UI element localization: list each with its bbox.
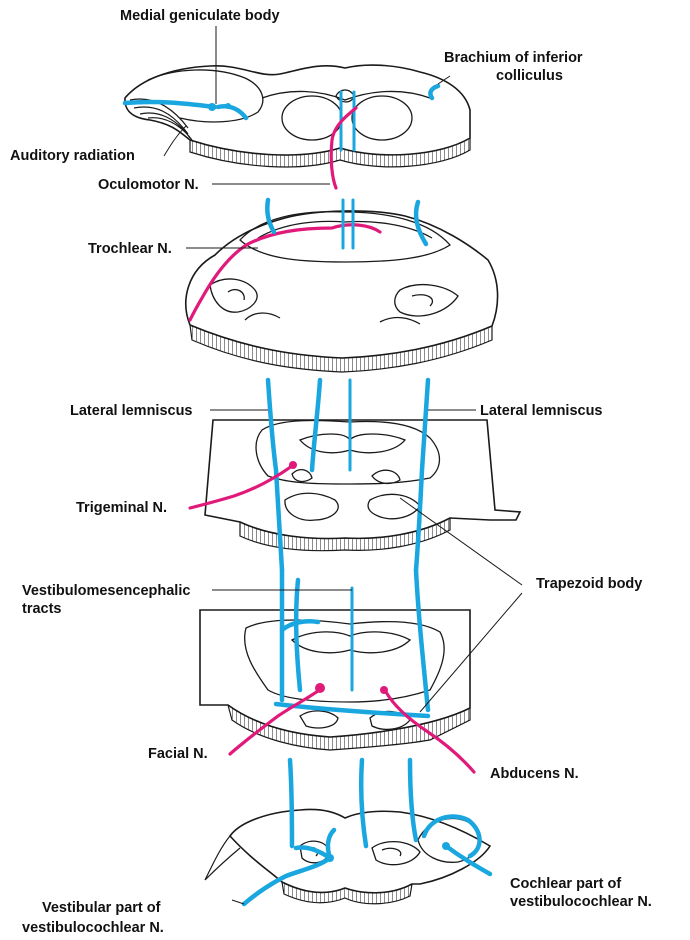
slice-midbrain-upper bbox=[125, 65, 470, 188]
slice5-vestibular-nucleus bbox=[326, 854, 334, 862]
slice4-abducens-nucleus bbox=[380, 686, 388, 694]
label-vestibulomesencephalic-line2: tracts bbox=[22, 601, 62, 617]
label-trochlear: Trochlear N. bbox=[88, 241, 172, 257]
label-abducens: Abducens N. bbox=[490, 766, 579, 782]
label-trapezoid-body: Trapezoid body bbox=[536, 576, 642, 592]
label-vestibular-line1: Vestibular part of bbox=[42, 900, 161, 916]
label-facial: Facial N. bbox=[148, 746, 208, 762]
label-cochlear-line1: Cochlear part of bbox=[510, 876, 621, 892]
slice-lower-pons bbox=[200, 570, 474, 772]
slice5-cochlear-nucleus bbox=[442, 842, 450, 850]
slice-midbrain-lower bbox=[186, 200, 498, 372]
label-vestibulomesencephalic-line1: Vestibulomesencephalic bbox=[22, 583, 190, 599]
label-brachium-line2: colliculus bbox=[496, 68, 563, 84]
slice4-facial-nucleus bbox=[315, 683, 325, 693]
slice5-left-flare bbox=[205, 836, 240, 880]
label-auditory-radiation: Auditory radiation bbox=[10, 148, 135, 164]
slice-medulla bbox=[205, 760, 490, 904]
label-trigeminal: Trigeminal N. bbox=[76, 500, 167, 516]
label-oculomotor: Oculomotor N. bbox=[98, 177, 199, 193]
label-vestibular-line2: vestibulocochlear N. bbox=[22, 920, 164, 936]
slice1-top bbox=[125, 65, 470, 155]
label-cochlear-line2: vestibulocochlear N. bbox=[510, 894, 652, 910]
slice1-geniculate-dot-2 bbox=[225, 103, 231, 109]
label-medial-geniculate-body: Medial geniculate body bbox=[120, 8, 280, 24]
slice5-ascending-tract-left bbox=[290, 760, 292, 846]
leader-vestibular bbox=[232, 900, 244, 904]
slice3-plate bbox=[205, 420, 520, 538]
label-brachium-line1: Brachium of inferior bbox=[444, 50, 583, 66]
label-lateral-lemniscus-left: Lateral lemniscus bbox=[70, 403, 193, 419]
slice3-trigeminal-nucleus bbox=[289, 461, 297, 469]
label-lateral-lemniscus-right: Lateral lemniscus bbox=[480, 403, 603, 419]
slice-upper-pons bbox=[190, 380, 520, 570]
slice1-geniculate-dot bbox=[208, 103, 216, 111]
